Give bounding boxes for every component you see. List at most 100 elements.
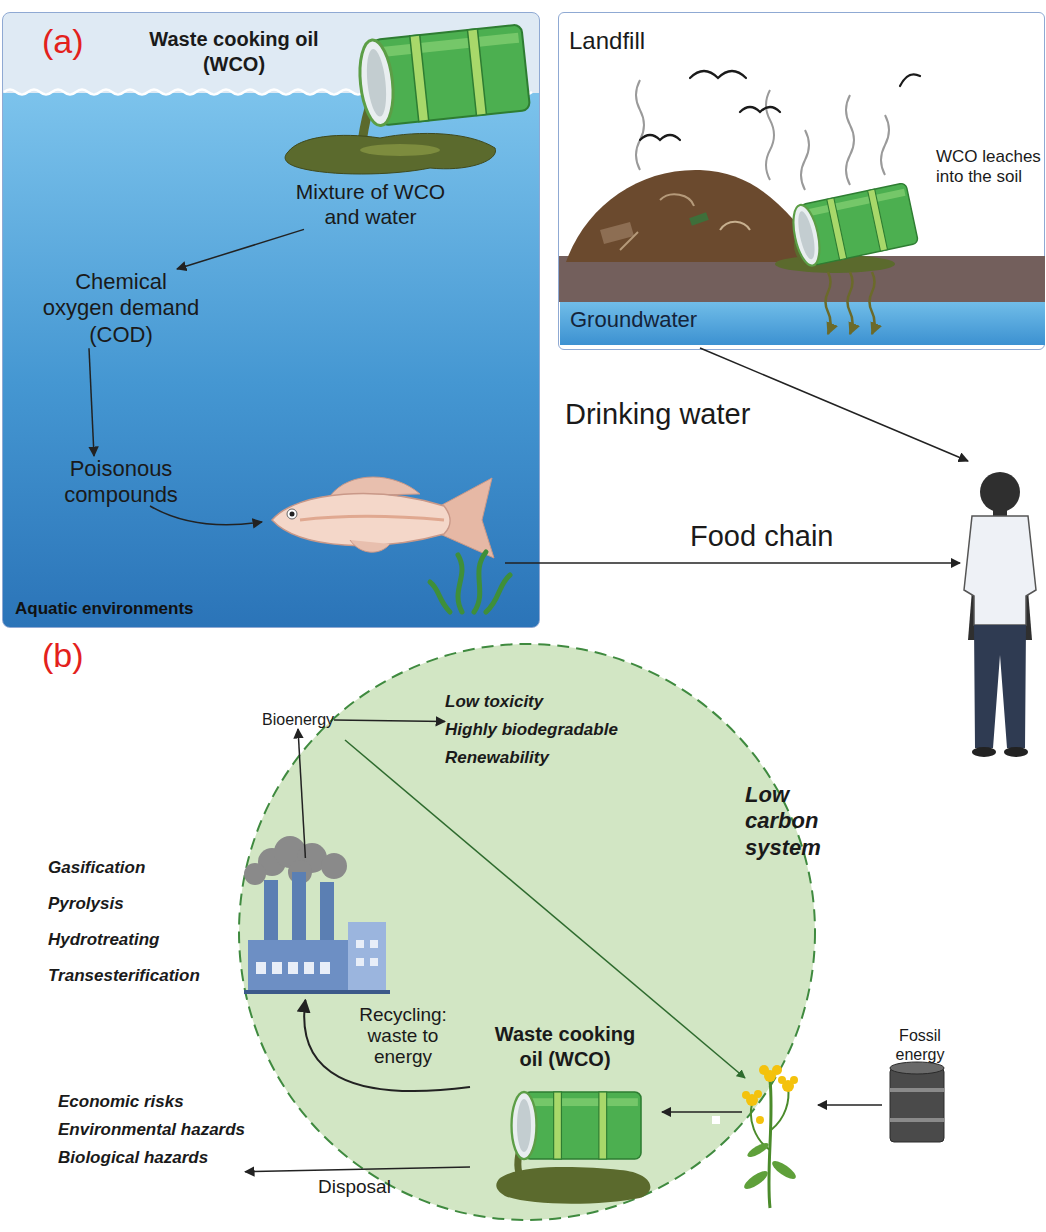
connector-arrow xyxy=(334,720,445,721)
plant xyxy=(754,1090,762,1098)
fossil-barrel xyxy=(890,1088,944,1092)
factory xyxy=(244,990,390,994)
factory xyxy=(320,962,330,974)
steam xyxy=(881,115,889,175)
landfill-barrel xyxy=(789,183,919,268)
text-node: WCO leaches into the soil xyxy=(936,147,1042,188)
wco-barrel xyxy=(512,1092,641,1159)
factory xyxy=(370,958,378,966)
node-text: Chemical oxygen demand (COD) xyxy=(41,269,201,348)
node-text: Low carbon system xyxy=(745,782,857,861)
node-text: Mixture of WCO and water xyxy=(283,179,458,229)
fish xyxy=(287,509,297,519)
circle-shape xyxy=(239,644,815,1220)
garbage-pile xyxy=(620,232,638,250)
person xyxy=(972,747,996,757)
steam xyxy=(636,80,644,170)
node-text: Renewability xyxy=(445,748,660,768)
node-text: Environmental hazards xyxy=(58,1120,245,1140)
marker-square xyxy=(712,1116,720,1124)
landfill-barrel xyxy=(775,183,919,273)
node-text: Pyrolysis xyxy=(48,894,228,914)
plant xyxy=(746,1141,771,1160)
seaweed xyxy=(458,555,462,612)
factory xyxy=(304,962,314,974)
connector-arrow xyxy=(177,229,304,269)
label-text-holder: Drinking water xyxy=(565,398,750,431)
seaweed xyxy=(474,552,486,612)
garbage-pile xyxy=(689,212,709,226)
node-text: Waste cooking oil (WCO) xyxy=(149,27,319,77)
oil-barrel xyxy=(356,24,530,127)
factory xyxy=(248,940,348,992)
garbage-pile xyxy=(720,222,750,230)
node-text: WCO leaches into the soil xyxy=(936,147,1042,188)
leader-arrow xyxy=(150,506,262,525)
node-text: Fossil energy xyxy=(880,1026,960,1064)
food-chain-arrow xyxy=(505,562,960,564)
person xyxy=(964,472,1036,757)
label-text: Drinking water xyxy=(565,398,750,431)
birds xyxy=(740,107,780,112)
node-text: Highly biodegradable xyxy=(445,720,660,740)
garbage-pile xyxy=(660,194,694,206)
plant xyxy=(756,1116,764,1124)
node-text: Transesterification xyxy=(48,966,228,986)
person xyxy=(980,472,1020,512)
plant xyxy=(742,1091,750,1099)
label-text-holder: Food chain xyxy=(690,520,834,553)
wco-barrel xyxy=(496,1092,650,1204)
oil-barrel xyxy=(285,24,530,174)
connector-arrow xyxy=(89,348,94,456)
seaweed xyxy=(486,575,510,612)
plant xyxy=(778,1076,786,1084)
node-text: Hydrotreating xyxy=(48,930,228,950)
leach-arrows xyxy=(826,272,831,334)
plant xyxy=(771,1088,788,1130)
plant xyxy=(742,1065,798,1124)
plant xyxy=(742,1065,799,1208)
garbage-pile xyxy=(566,170,826,262)
label-text-holder: (b) xyxy=(42,636,84,675)
text-node: Fossil energy xyxy=(880,1026,960,1064)
plant xyxy=(772,1065,782,1075)
factory xyxy=(370,940,378,948)
fossil-barrel xyxy=(890,1118,944,1122)
fish xyxy=(290,512,295,517)
node-text: Economic risks xyxy=(58,1092,245,1112)
factory xyxy=(321,853,347,879)
text-node: Poisonous compounds xyxy=(31,456,211,509)
plant xyxy=(751,1104,770,1150)
fish xyxy=(272,477,494,558)
edge-label: Disposal xyxy=(318,1176,391,1198)
factory xyxy=(256,940,378,974)
groundwater-band: Groundwater xyxy=(560,299,1045,345)
fish xyxy=(272,494,450,546)
fossil-barrel xyxy=(890,1062,944,1142)
node-text: Poisonous compounds xyxy=(31,456,211,509)
fossil-barrel xyxy=(890,1068,944,1142)
edge-label: Recycling: waste to energy xyxy=(338,1005,468,1068)
plant-arrow xyxy=(662,1111,742,1113)
plant xyxy=(759,1065,769,1075)
connector-arrow xyxy=(298,729,305,858)
soil xyxy=(559,256,1045,302)
plant xyxy=(790,1076,798,1084)
edge-label-holder: Disposal xyxy=(318,1176,391,1198)
node-text: Bioenergy xyxy=(262,711,334,729)
text-node: Mixture of WCO and water xyxy=(283,179,458,229)
label-text: (b) xyxy=(42,636,84,675)
connector-arrow xyxy=(304,1000,470,1091)
fossil-arrow xyxy=(818,1104,882,1106)
plant xyxy=(742,1168,771,1192)
label-text-holder: (a) xyxy=(42,22,84,61)
node-text: Aquatic environments xyxy=(15,599,539,619)
plant xyxy=(769,1080,771,1208)
hazard-list: Economic risksEnvironmental hazardsBiolo… xyxy=(58,1092,245,1176)
leach-arrows xyxy=(826,272,875,334)
garbage-pile xyxy=(566,170,826,262)
node-text: Gasification xyxy=(48,858,228,878)
factory xyxy=(288,962,298,974)
seaweed xyxy=(430,552,510,612)
oil-barrel xyxy=(360,144,440,156)
